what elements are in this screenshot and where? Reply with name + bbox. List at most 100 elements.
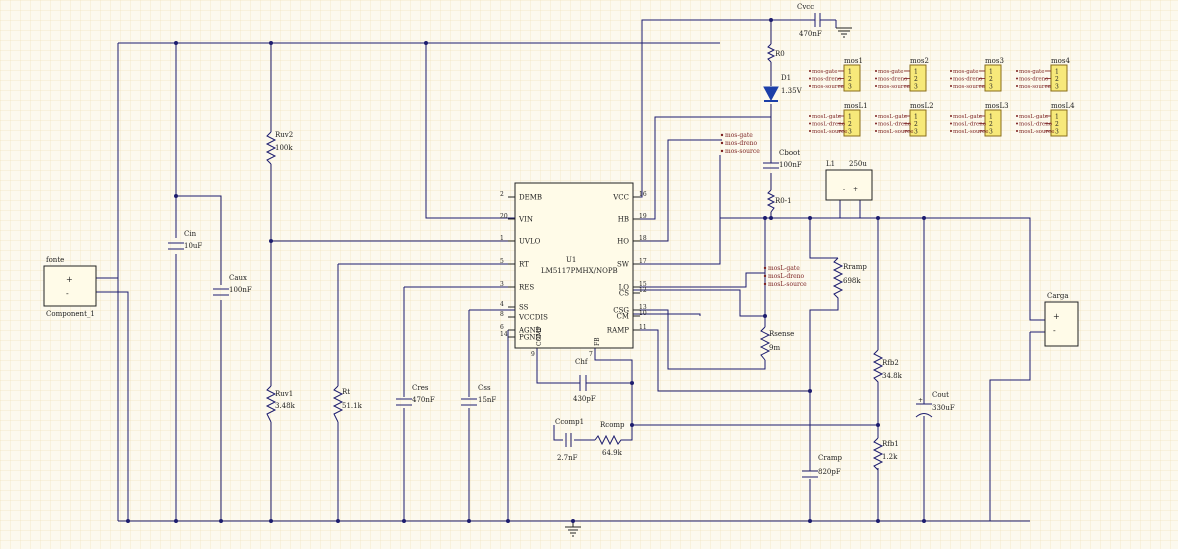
net-port-dot (875, 70, 877, 72)
ic-u1[interactable]: U1 LM5117PMHX/NOPB DEMB2VIN20UVLO1RT5RES… (500, 182, 647, 358)
cout-plus-mark: + (918, 397, 923, 404)
capacitor-ccomp1[interactable] (565, 433, 572, 447)
chf-name: Chf (575, 358, 589, 366)
r0-name: R0 (775, 50, 785, 58)
mosfet-header-body (909, 109, 927, 137)
source-plus: + (66, 275, 73, 284)
mosfet-pin-number: 3 (1055, 84, 1059, 91)
resistor-ruv1[interactable] (265, 385, 277, 423)
net-port-dot (950, 85, 952, 87)
net-label-mos-gate: mos-gate (725, 132, 753, 139)
mosfet-name: mos1 (844, 57, 863, 65)
source-minus: - (66, 289, 69, 298)
mosfet-pin-number: 3 (848, 129, 852, 136)
ic-pin-number: 5 (500, 258, 504, 265)
inductor-l1[interactable]: - + (825, 169, 873, 201)
ic-pin-number: 13 (639, 304, 647, 311)
mosfet-name: mosL4 (1051, 102, 1075, 110)
mosfet-header-body (984, 109, 1002, 137)
cboot-name: Cboot (779, 149, 800, 157)
ic-pin-number: 11 (639, 324, 647, 331)
net-label-mosl-source: mosL-source (768, 281, 807, 288)
net-label-mosl-gate: mosL-gate (768, 265, 800, 272)
mosfet-pin-number: 2 (848, 76, 852, 83)
css-value: 15nF (478, 396, 496, 404)
ic-pin-name: RT (519, 261, 529, 269)
resistor-rcomp[interactable] (594, 434, 624, 446)
capacitor-chf[interactable] (570, 375, 597, 391)
ic-pin-name: CM (616, 313, 629, 321)
mosfet-header-body (984, 64, 1002, 92)
ic-pin-number: 1 (500, 235, 504, 242)
net-port-dot (809, 122, 811, 125)
resistor-rfb2[interactable] (872, 349, 884, 386)
capacitor-cout[interactable]: + (915, 397, 933, 418)
net-port-label: mosL-source (812, 129, 848, 135)
css-name: Css (478, 384, 491, 392)
load-minus: - (1053, 326, 1056, 335)
cvcc-name: Cvcc (797, 3, 814, 11)
capacitor-cin[interactable] (168, 242, 184, 250)
resistor-ruv2[interactable] (265, 131, 277, 165)
capacitor-css[interactable] (461, 398, 477, 406)
diode-d1[interactable] (763, 86, 779, 102)
capacitor-cramp[interactable] (802, 458, 818, 478)
ic-pin-number: 16 (639, 191, 647, 198)
d1-value: 1.35V (781, 87, 803, 95)
load-name: Carga (1047, 292, 1069, 300)
ic-pin-number: 10 (639, 310, 647, 317)
rt-value: 51.1k (342, 402, 363, 410)
mosfet-header-body (843, 64, 861, 92)
ground-symbol-top (836, 27, 852, 38)
chf-value: 430pF (573, 395, 596, 403)
capacitor-cvcc[interactable] (814, 13, 821, 27)
load-plus: + (1053, 312, 1060, 321)
ic-pin-number: 19 (639, 213, 647, 220)
net-port-label: mosL-dreno (1019, 122, 1053, 128)
net-port-label: mos-gate (878, 69, 903, 75)
source-component[interactable]: + - fonte Component_1 (43, 256, 97, 318)
resistor-rramp[interactable] (832, 257, 844, 306)
mosfet-pin-number: 3 (1055, 129, 1059, 136)
capacitor-cboot[interactable] (763, 162, 779, 169)
load-component[interactable]: + - Carga (1044, 292, 1079, 347)
ic-pin-comp-name: COMP (536, 326, 543, 346)
mosfet-pin-number: 1 (1055, 114, 1059, 121)
cramp-name: Cramp (818, 454, 843, 462)
mosfet-name: mos2 (910, 57, 929, 65)
ic-left-pins: DEMB2VIN20UVLO1RT5RES3SS4VCCDIS8AGND6PGN… (500, 191, 548, 342)
rfb1-name: Rfb1 (882, 440, 899, 448)
resistor-r0-1[interactable] (766, 189, 776, 213)
mosfet-pin-number: 3 (914, 129, 918, 136)
ic-designator: U1 (566, 256, 576, 264)
net-port-dot (875, 130, 877, 132)
mosfet-pin-number: 2 (989, 76, 993, 83)
ic-pin-number: 2 (500, 191, 504, 198)
resistor-rsense[interactable] (759, 326, 771, 361)
net-port-label: mos-source (953, 84, 985, 90)
mosfet-header-body (909, 64, 927, 92)
ic-pin-number: 20 (500, 213, 508, 220)
net-labels-high: mos-gate mos-dreno mos-source (720, 132, 760, 155)
cres-name: Cres (412, 384, 429, 392)
capacitor-cres[interactable] (396, 398, 412, 406)
resistor-r0[interactable] (766, 43, 776, 63)
net-port-label: mosL-gate (812, 114, 841, 120)
resistor-rfb1[interactable] (872, 437, 884, 471)
cboot-value: 100nF (779, 161, 802, 169)
resistor-rt[interactable] (332, 385, 344, 423)
capacitor-caux[interactable] (213, 288, 229, 296)
mosfet-pin-number: 2 (1055, 76, 1059, 83)
net-port-dot (809, 85, 811, 87)
net-port-dot (1016, 130, 1018, 132)
